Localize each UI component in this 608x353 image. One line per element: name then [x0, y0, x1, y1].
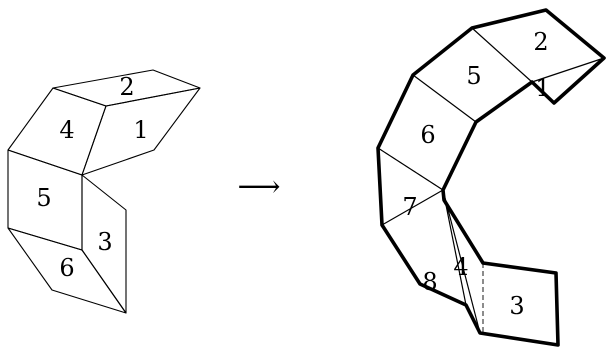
right-label-2: 2	[533, 28, 548, 56]
right-net-inner-edges	[377, 27, 605, 334]
left-label-1: 1	[133, 116, 148, 144]
left-label-5: 5	[36, 184, 51, 212]
left-label-2: 2	[119, 73, 134, 101]
right-label-3: 3	[509, 292, 524, 320]
transform-arrow: ⟶	[237, 170, 280, 205]
right-label-6: 6	[420, 121, 435, 149]
right-label-7: 7	[402, 193, 417, 221]
right-net: 2 5 1 6 7 4 8 3	[376, 8, 606, 347]
left-face-6	[7, 227, 127, 314]
right-label-8: 8	[422, 268, 437, 296]
left-net: 2 4 1 5 3 6	[7, 69, 201, 314]
left-label-3: 3	[97, 228, 112, 256]
left-face-4	[7, 87, 107, 176]
right-label-5: 5	[466, 62, 481, 90]
right-net-outline	[376, 8, 606, 347]
right-label-1: 1	[535, 74, 550, 102]
left-label-6: 6	[59, 254, 74, 282]
left-label-4: 4	[59, 116, 74, 144]
right-label-4: 4	[453, 253, 468, 281]
right-dashed-fold-6-7	[377, 147, 444, 191]
left-face-1	[81, 87, 201, 176]
